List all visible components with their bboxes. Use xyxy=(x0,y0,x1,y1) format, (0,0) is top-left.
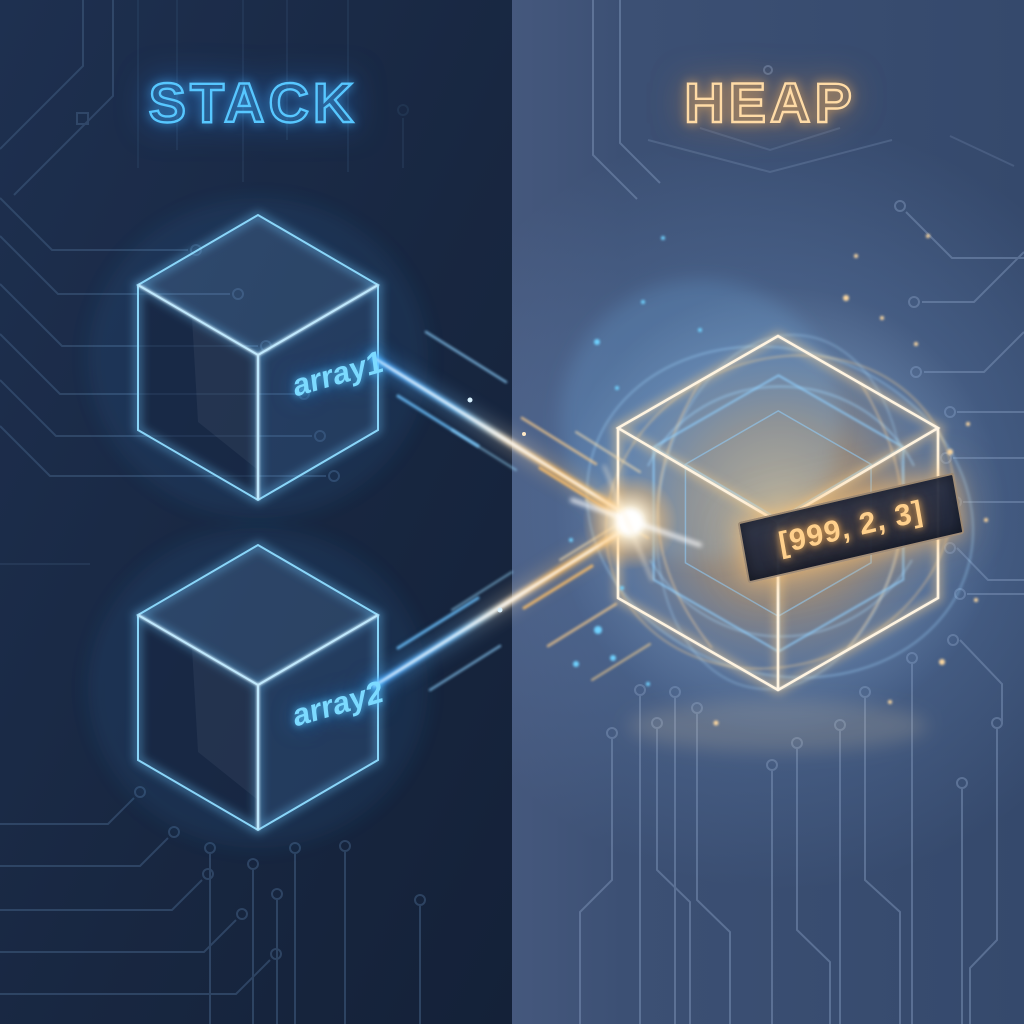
glow-particles xyxy=(569,234,988,726)
heap-object-cube xyxy=(480,212,1024,812)
beam-convergence-flare xyxy=(570,462,702,582)
stack-cube-array1 xyxy=(88,198,428,518)
heap-section-title: HEAP xyxy=(683,70,856,135)
stack-section-title: STACK xyxy=(147,70,358,135)
stack-cube-array2 xyxy=(88,528,428,848)
